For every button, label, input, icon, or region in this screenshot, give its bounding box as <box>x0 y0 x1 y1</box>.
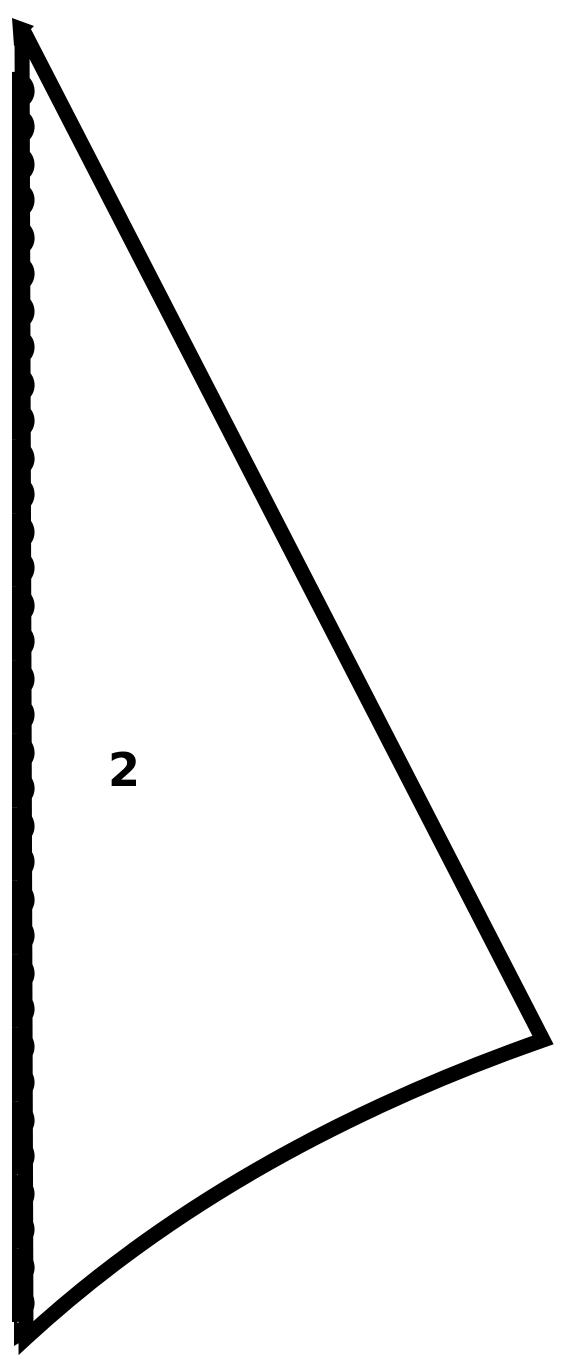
tack-corner-mark <box>14 1320 34 1346</box>
mast-scallop <box>12 586 35 661</box>
mast-scallop <box>12 1101 35 1176</box>
sail-label: 2 <box>108 743 140 797</box>
mast-scallop <box>12 292 35 367</box>
mast-scallop <box>12 880 35 955</box>
head-corner-mark <box>12 18 34 46</box>
mast-scallop <box>12 366 35 440</box>
mast-scallop <box>12 733 35 808</box>
mast-scallop <box>12 1027 35 1102</box>
mast-scallop <box>12 1174 35 1249</box>
mast-scallop <box>12 660 35 734</box>
mast-scallop <box>12 807 35 881</box>
mast-scallop <box>12 71 35 146</box>
mast-scallop <box>12 954 35 1028</box>
mast-scallop <box>12 218 35 293</box>
mast-scallop <box>12 145 35 220</box>
mast-scallop <box>12 1248 35 1323</box>
mast-edge-scallops <box>12 71 35 1323</box>
mast-scallop <box>12 439 35 514</box>
mast-scallop <box>12 513 35 587</box>
sail-outline <box>14 24 554 1356</box>
